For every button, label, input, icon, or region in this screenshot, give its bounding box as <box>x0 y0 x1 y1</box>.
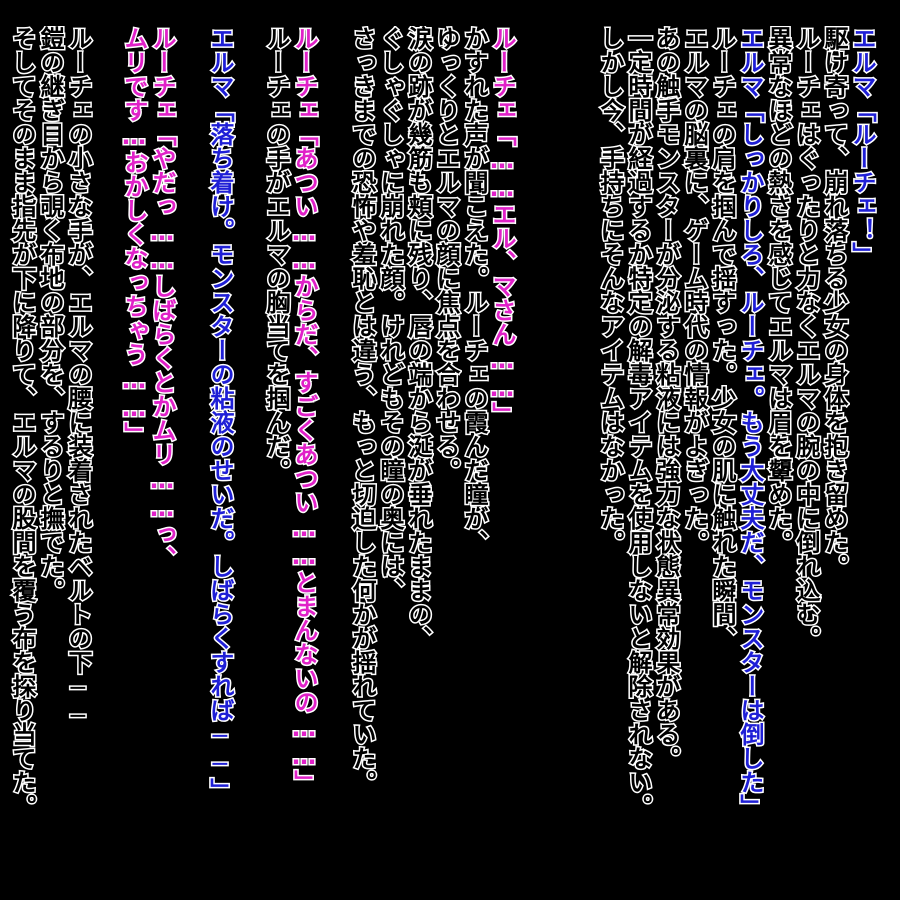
line-narration: ぐしゃぐしゃに崩れた顔。けれどもその瞳の奥には、 <box>375 26 406 604</box>
line-narration: しかし今、手持ちにそんなアイテムはなかった。 <box>595 26 626 556</box>
line-ruche-dialogue: ルーチェ「やだっ……しばらくとかムリ……っ、 <box>147 26 178 572</box>
line-elma-dialogue: エルマ「落ち着け。モンスターの粘液のせいだ。しばらくすれば──」 <box>205 26 236 804</box>
line-narration: ルーチェの手がエルマの胸当てを掴んだ。 <box>261 26 292 484</box>
line-narration: ルーチェはぐったりと力なくエルマの腕の中に倒れ込む。 <box>791 26 822 652</box>
line-narration: 鎧の継ぎ目から覗く布地の部分を、するりと撫でた。 <box>35 26 66 604</box>
line-narration: さっきまでの恐怖や羞恥とは違う、もっと切迫した何かが揺れていた。 <box>347 26 378 796</box>
line-elma-dialogue: エルマ「しっかりしろ、ルーチェ。もう大丈夫だ、モンスターは倒した」 <box>735 26 766 820</box>
line-narration: 一定時間が経過するか特定の解毒アイテムを使用しないと解除されない。 <box>623 26 654 820</box>
line-narration: かすれた声が聞こえた。ルーチェの霞んだ瞳が、 <box>459 26 490 556</box>
line-narration: そしてそのまま指先が下に降りて、エルマの股間を覆う布を探り当てた。 <box>7 26 38 820</box>
line-ruche-dialogue-cont: ムリです…おかしくなっちゃう……」 <box>119 26 150 448</box>
line-narration: エルマの脳裏に、ゲーム時代の情報がよぎった。 <box>679 26 710 556</box>
line-narration: ルーチェの肩を掴んで揺すった。少女の肌に触れた瞬間、 <box>707 26 738 652</box>
line-elma-calls-ruche: エルマ「ルーチェ！」 <box>847 26 878 268</box>
line-narration: 駆け寄って、崩れ落ちる少女の身体を抱き留めた。 <box>819 26 850 580</box>
line-narration: 涙の跡が幾筋も頬に残り、唇の端から涎が垂れたままの、 <box>403 26 434 652</box>
line-narration: あの触手モンスターが分泌する粘液には強力な状態異常効果がある。 <box>651 26 682 772</box>
line-ruche-dialogue: ルーチェ「あつい……からだ、すごくあつい……とまんないの……」 <box>289 26 320 796</box>
line-narration: 異常なほどの熱さを感じてエルマは眉を顰めた。 <box>763 26 794 556</box>
line-narration: ルーチェの小さな手が、エルマの腰に装着されたベルトの下── <box>63 26 94 732</box>
line-narration: ゆっくりとエルマの顔に焦点を合わせる。 <box>431 26 462 484</box>
line-ruche-dialogue: ルーチェ「……エル、マさん……」 <box>487 26 518 428</box>
